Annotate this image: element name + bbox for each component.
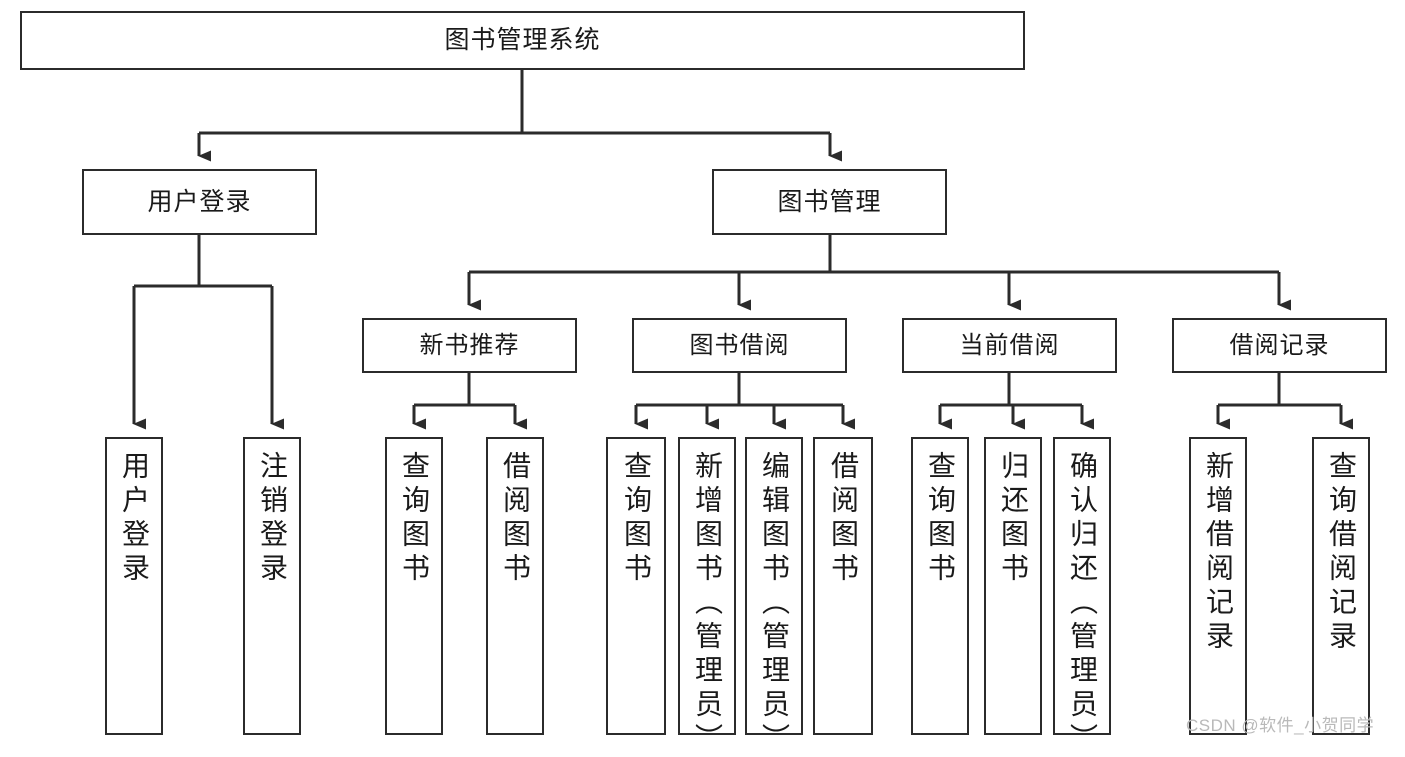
node-user-login-label: 用户登录 (147, 187, 252, 216)
node-borrow-records[interactable]: 借阅记录 (1172, 318, 1387, 373)
node-root-label: 图书管理系统 (444, 26, 601, 54)
node-book-management-label: 图书管理 (777, 187, 882, 216)
leaf-return-book[interactable]: 归还图书 (984, 437, 1042, 735)
leaf-query-borrow-record[interactable]: 查询借阅记录 (1312, 437, 1370, 735)
watermark: CSDN @软件_小贺同学 (1186, 716, 1375, 735)
leaf-label: 查询借阅记录 (1326, 451, 1357, 655)
leaf-label: 归还图书 (998, 451, 1029, 587)
leaf-query-book-borrow[interactable]: 查询图书 (606, 437, 666, 735)
leaf-query-book-current[interactable]: 查询图书 (911, 437, 969, 735)
leaf-label: 借阅图书 (828, 451, 859, 587)
node-current-borrow[interactable]: 当前借阅 (902, 318, 1117, 373)
node-book-management[interactable]: 图书管理 (712, 169, 947, 235)
leaf-label: 编辑图书（管理员） (759, 451, 790, 757)
leaf-user-login[interactable]: 用户登录 (105, 437, 163, 735)
leaf-label: 查询图书 (399, 451, 430, 587)
leaf-label: 借阅图书 (500, 451, 531, 587)
node-borrow-records-label: 借阅记录 (1229, 331, 1330, 359)
leaf-label: 新增借阅记录 (1203, 451, 1234, 655)
node-new-book-recommend[interactable]: 新书推荐 (362, 318, 577, 373)
node-user-login[interactable]: 用户登录 (82, 169, 317, 235)
leaf-user-logout[interactable]: 注销登录 (243, 437, 301, 735)
node-current-borrow-label: 当前借阅 (959, 331, 1060, 359)
leaf-add-borrow-record[interactable]: 新增借阅记录 (1189, 437, 1247, 735)
leaf-label: 查询图书 (621, 451, 652, 587)
leaf-add-book-admin[interactable]: 新增图书（管理员） (678, 437, 736, 757)
leaf-edit-book-admin[interactable]: 编辑图书（管理员） (745, 437, 803, 757)
node-new-book-recommend-label: 新书推荐 (419, 331, 520, 359)
leaf-label: 确认归还（管理员） (1067, 451, 1098, 757)
leaf-confirm-return-admin[interactable]: 确认归还（管理员） (1053, 437, 1111, 757)
leaf-borrow-book-recommend[interactable]: 借阅图书 (486, 437, 544, 735)
node-book-borrow-label: 图书借阅 (689, 331, 790, 359)
node-root[interactable]: 图书管理系统 (20, 11, 1025, 70)
leaf-query-book-recommend[interactable]: 查询图书 (385, 437, 443, 735)
leaf-label: 查询图书 (925, 451, 956, 587)
node-book-borrow[interactable]: 图书借阅 (632, 318, 847, 373)
leaf-label: 注销登录 (257, 451, 288, 587)
leaf-label: 用户登录 (119, 451, 150, 587)
leaf-borrow-book[interactable]: 借阅图书 (813, 437, 873, 735)
leaf-label: 新增图书（管理员） (692, 451, 723, 757)
